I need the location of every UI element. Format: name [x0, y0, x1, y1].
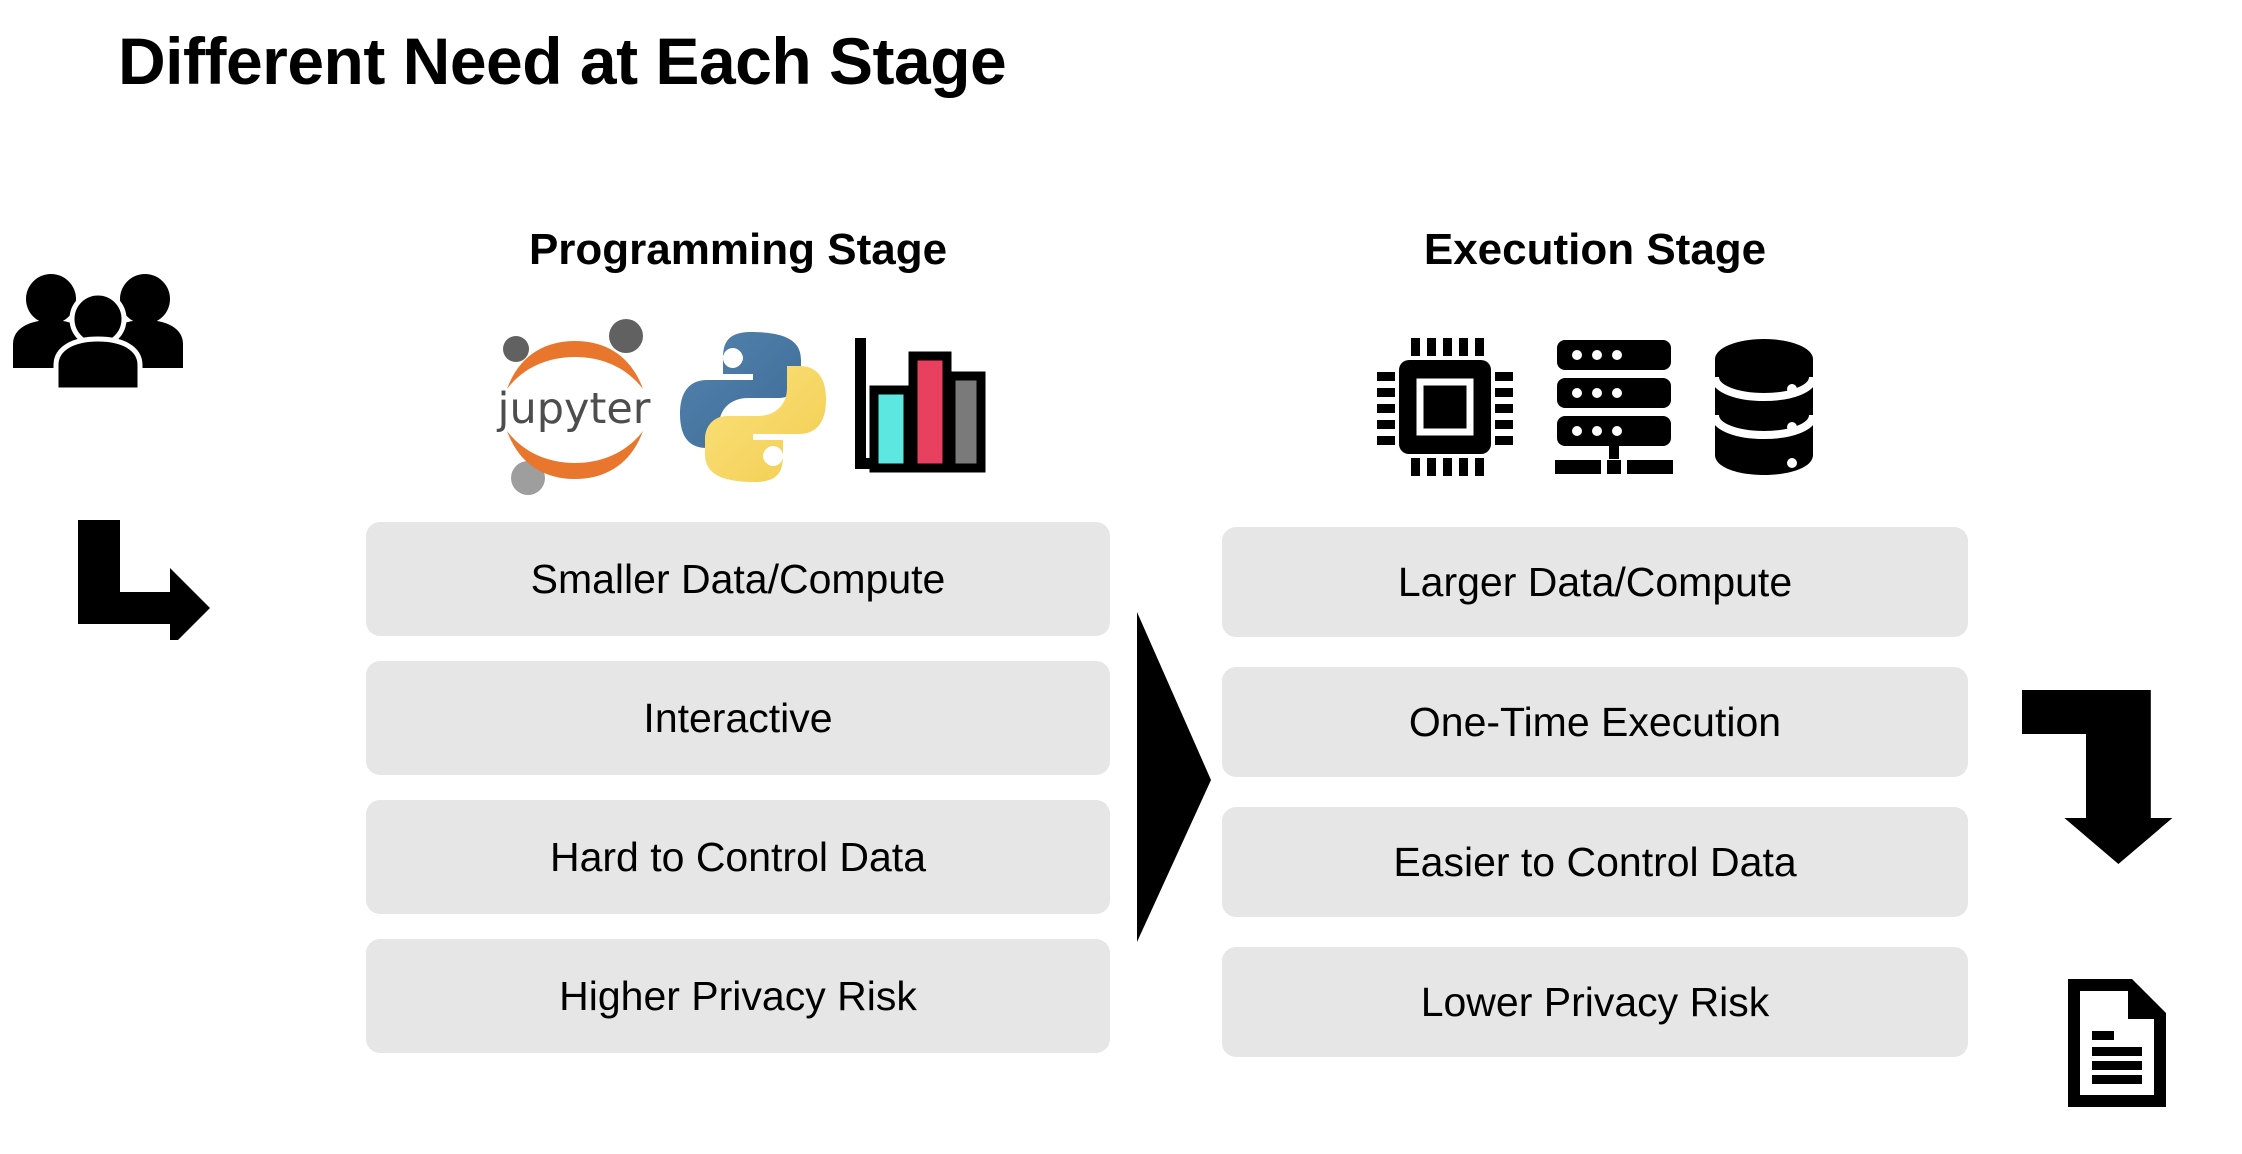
bar-chart-icon	[847, 332, 987, 487]
row-item[interactable]: Lower Privacy Risk	[1222, 947, 1968, 1057]
triangle-right-arrow-icon	[1133, 612, 1211, 942]
database-icon	[1711, 337, 1817, 482]
row-item[interactable]: One-Time Execution	[1222, 667, 1968, 777]
stage-header-execution: Execution Stage	[1423, 225, 1767, 274]
execution-rows: Larger Data/Compute One-Time Execution E…	[1222, 527, 1968, 1057]
row-item[interactable]: Hard to Control Data	[366, 800, 1110, 914]
row-item[interactable]: Smaller Data/Compute	[366, 522, 1110, 636]
server-rack-icon	[1553, 338, 1675, 481]
execution-icon-strip	[1222, 318, 1968, 500]
elbow-arrow-right-icon	[78, 520, 210, 648]
people-group-icon	[8, 272, 188, 397]
elbow-arrow-down-icon	[2015, 688, 2182, 869]
svg-text:jupyter: jupyter	[497, 384, 651, 434]
programming-rows: Smaller Data/Compute Interactive Hard to…	[366, 522, 1110, 1053]
row-item[interactable]: Higher Privacy Risk	[366, 939, 1110, 1053]
jupyter-logo-icon: jupyter	[489, 318, 659, 500]
row-item[interactable]: Larger Data/Compute	[1222, 527, 1968, 637]
cpu-chip-icon	[1375, 336, 1515, 483]
row-item[interactable]: Interactive	[366, 661, 1110, 775]
programming-icon-strip: jupyter	[366, 318, 1110, 500]
document-icon	[2062, 975, 2172, 1116]
python-logo-icon	[673, 326, 833, 493]
stage-header-programming: Programming Stage	[528, 225, 948, 274]
page-title: Different Need at Each Stage	[118, 24, 1007, 98]
row-item[interactable]: Easier to Control Data	[1222, 807, 1968, 917]
